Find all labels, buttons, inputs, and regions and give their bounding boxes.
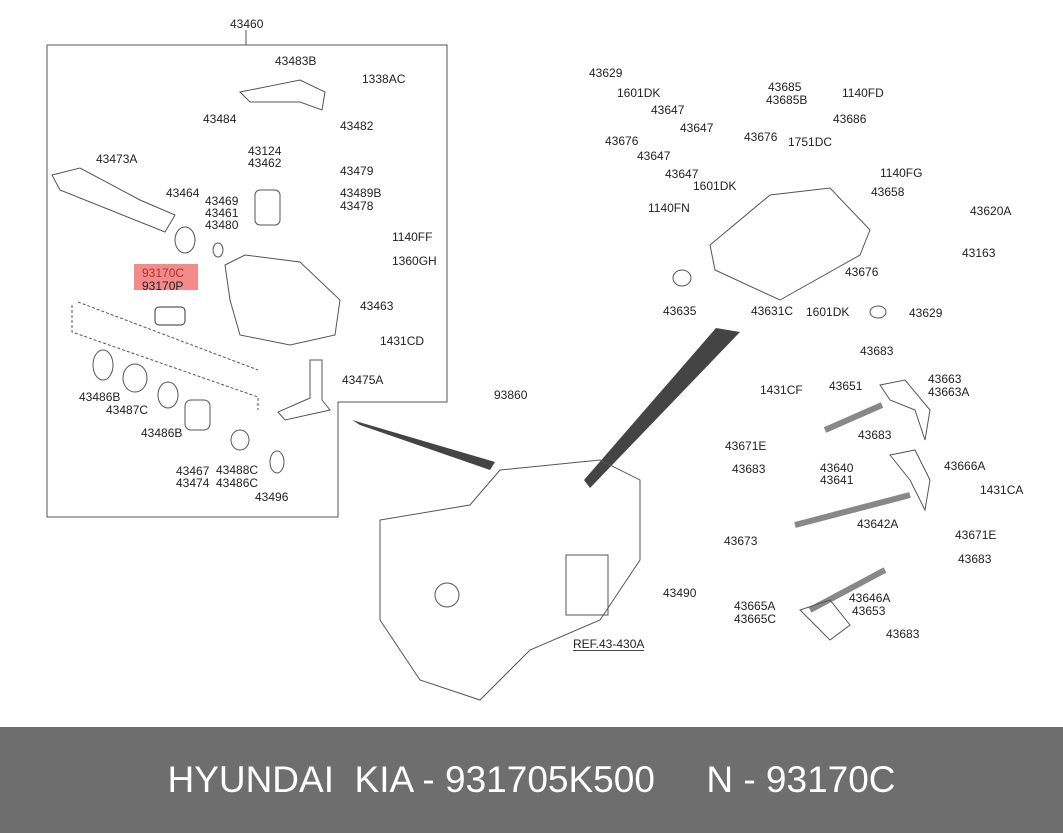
part-label[interactable]: 43683: [858, 428, 892, 442]
part-label[interactable]: 43478: [340, 199, 374, 213]
part-label[interactable]: 43685B: [766, 93, 808, 107]
part-label[interactable]: 1431CA: [980, 483, 1024, 497]
part-label[interactable]: 43676: [605, 134, 639, 148]
oem-part-number: 931705K500: [445, 759, 655, 800]
part-label[interactable]: 43473A: [96, 152, 138, 166]
part-label[interactable]: 43683: [732, 462, 766, 476]
part-label[interactable]: 43671E: [725, 439, 767, 453]
part-label[interactable]: 43486B: [79, 390, 121, 404]
part-label[interactable]: 43486C: [216, 476, 259, 490]
part-label[interactable]: 43462: [248, 156, 282, 170]
part-label[interactable]: 1140FF: [392, 230, 433, 244]
highlighted-part-box: [134, 264, 198, 290]
part-label[interactable]: 43642A: [857, 517, 899, 531]
part-label[interactable]: 43464: [166, 186, 200, 200]
part-label[interactable]: 43676: [845, 265, 879, 279]
part-label[interactable]: 43496: [255, 490, 289, 504]
part-label[interactable]: 43676: [744, 130, 778, 144]
part-label[interactable]: 43488C: [216, 463, 259, 477]
lever-43483B: [238, 79, 326, 111]
part-label[interactable]: 43482: [340, 119, 374, 133]
part-label[interactable]: 43641: [820, 473, 854, 487]
part-label[interactable]: 43490: [663, 586, 697, 600]
part-label[interactable]: 43489B: [340, 186, 382, 200]
part-label[interactable]: 43683: [958, 552, 992, 566]
part-label[interactable]: 43163: [962, 246, 996, 260]
part-label[interactable]: 1431CF: [760, 383, 803, 397]
plug: [254, 189, 281, 226]
part-label[interactable]: 43124: [248, 144, 282, 158]
part-label[interactable]: 43653: [852, 604, 886, 618]
diagram-drawing: [46, 30, 931, 701]
part-label[interactable]: 43631C: [751, 304, 794, 318]
part-label[interactable]: 43663: [928, 372, 962, 386]
part-label[interactable]: 43647: [651, 103, 685, 117]
part-label[interactable]: 43646A: [849, 591, 891, 605]
part-label[interactable]: 1601DK: [806, 305, 850, 319]
part-label[interactable]: 43651: [829, 379, 863, 393]
part-label[interactable]: 43475A: [342, 373, 384, 387]
part-label[interactable]: 43666A: [944, 459, 986, 473]
part-label[interactable]: 43647: [680, 121, 714, 135]
part-label[interactable]: 1431CD: [380, 334, 425, 348]
transmission-assembly: [379, 459, 641, 701]
lever-43475A: [277, 359, 331, 421]
shaft-43473A: [51, 167, 176, 233]
cover-housing: [224, 254, 341, 346]
part-label[interactable]: 43658: [871, 185, 905, 199]
reference-label[interactable]: REF.43-430A: [573, 637, 645, 651]
separator: N -: [654, 759, 766, 800]
part-label[interactable]: 43629: [589, 66, 623, 80]
part-label[interactable]: 43647: [665, 167, 699, 181]
switch-93170: [154, 306, 186, 326]
part-label[interactable]: 1140FG: [880, 166, 923, 180]
part-label[interactable]: 43483B: [275, 54, 317, 68]
group-frame: [46, 44, 448, 518]
part-label[interactable]: 1140FN: [648, 201, 690, 215]
part-label[interactable]: 43463: [360, 299, 394, 313]
part-label[interactable]: 43460: [230, 17, 264, 31]
part-label[interactable]: 43467: [176, 464, 210, 478]
part-label[interactable]: 43683: [886, 627, 920, 641]
part-label[interactable]: 43665A: [734, 599, 776, 613]
part-label[interactable]: 43665C: [734, 612, 777, 626]
top-cover-43631C: [709, 187, 871, 301]
part-label[interactable]: 43671E: [955, 528, 997, 542]
part-number-banner: HYUNDAI KIA - 931705K500 N - 93170C: [0, 727, 1063, 833]
part-label[interactable]: 43461: [205, 206, 239, 220]
part-label[interactable]: 93860: [494, 388, 528, 402]
pointer-wedge-left: [352, 420, 495, 470]
part-label[interactable]: 43683: [860, 344, 894, 358]
part-label[interactable]: 43685: [768, 80, 802, 94]
part-label[interactable]: 43640: [820, 461, 854, 475]
part-label[interactable]: 43629: [909, 306, 943, 320]
part-label[interactable]: 43480: [205, 218, 239, 232]
highlighted-part-label[interactable]: 93170C: [142, 266, 185, 280]
part-label[interactable]: 43486B: [141, 426, 183, 440]
part-label[interactable]: 93170P: [142, 279, 184, 293]
part-label[interactable]: 1360GH: [392, 254, 437, 268]
part-label[interactable]: 43663A: [928, 385, 970, 399]
part-label[interactable]: 43484: [203, 112, 237, 126]
diagram-code: 93170C: [765, 759, 896, 800]
part-label[interactable]: 1140FD: [842, 86, 884, 100]
part-label[interactable]: 43487C: [106, 403, 149, 417]
part-label[interactable]: 43647: [637, 149, 671, 163]
part-label[interactable]: 43620A: [970, 204, 1012, 218]
part-label[interactable]: 1601DK: [693, 179, 737, 193]
part-label[interactable]: 1338AC: [362, 72, 406, 86]
part-label[interactable]: 1751DC: [788, 135, 833, 149]
part-label[interactable]: 43479: [340, 164, 374, 178]
pointer-wedge-right: [584, 328, 740, 488]
part-label[interactable]: 43635: [663, 304, 697, 318]
parts-diagram: 43460 43483B 1338AC 43484 43482 43473A 4…: [46, 17, 1024, 701]
part-label[interactable]: 1601DK: [617, 86, 661, 100]
part-label[interactable]: 43474: [176, 476, 210, 490]
part-label[interactable]: 43673: [724, 534, 758, 548]
brand-label: HYUNDAI KIA -: [167, 759, 446, 800]
part-label[interactable]: 43686: [833, 112, 867, 126]
part-label[interactable]: 43469: [205, 194, 239, 208]
